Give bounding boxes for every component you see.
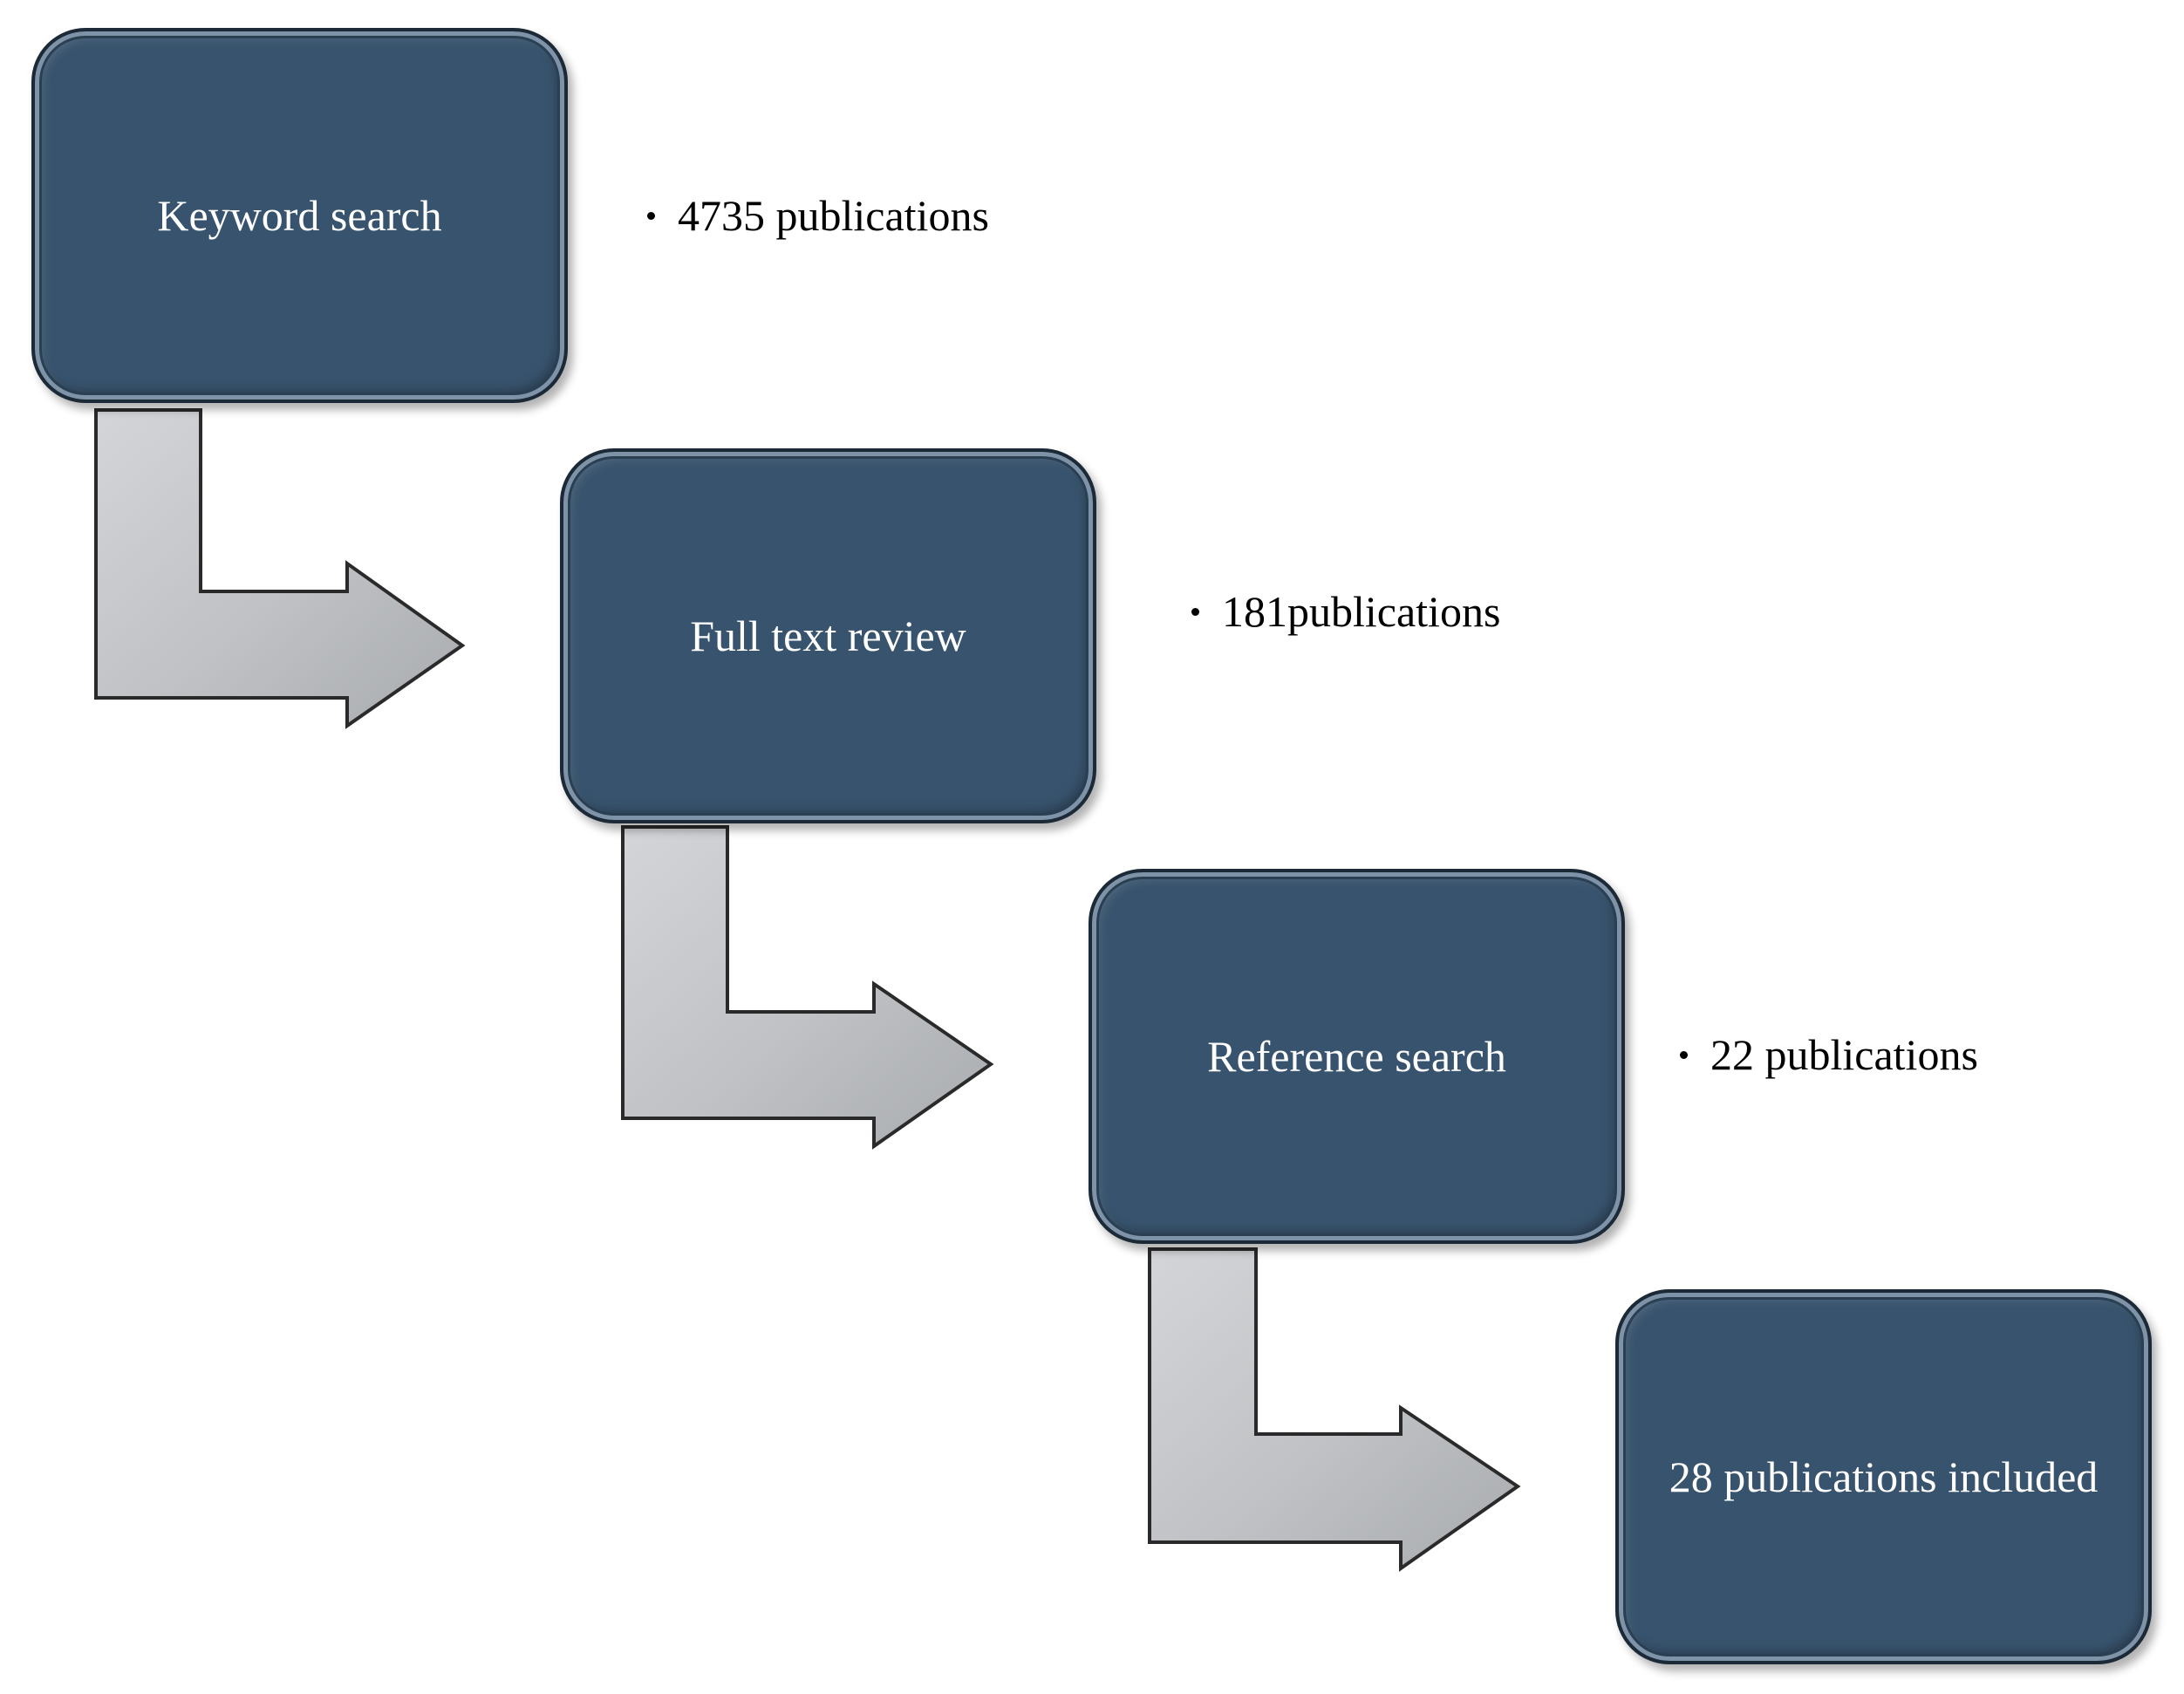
step-note-keyword-search: 4735 publications bbox=[647, 190, 989, 241]
step-box-publications-included: 28 publications included bbox=[1615, 1289, 2152, 1664]
bent-arrow-2 bbox=[621, 825, 994, 1150]
bullet-icon bbox=[1680, 1050, 1688, 1059]
step-label: Reference search bbox=[1207, 1032, 1506, 1081]
step-label: Full text review bbox=[690, 611, 966, 660]
step-box-reference-search: Reference search bbox=[1089, 869, 1625, 1244]
bent-arrow-3 bbox=[1148, 1247, 1521, 1572]
step-label: Keyword search bbox=[157, 191, 442, 240]
step-note-reference-search: 22 publications bbox=[1680, 1029, 1978, 1080]
step-note-full-text-review: 181publications bbox=[1191, 586, 1500, 637]
step-note-text: 22 publications bbox=[1710, 1030, 1978, 1079]
bullet-icon bbox=[647, 211, 655, 220]
step-box-full-text-review: Full text review bbox=[560, 448, 1096, 823]
bent-arrow-1 bbox=[94, 408, 466, 729]
step-box-keyword-search: Keyword search bbox=[31, 28, 568, 403]
step-note-text: 4735 publications bbox=[678, 191, 989, 240]
step-note-text: 181publications bbox=[1222, 587, 1501, 636]
bullet-icon bbox=[1191, 607, 1199, 616]
step-label: 28 publications included bbox=[1669, 1452, 2099, 1501]
